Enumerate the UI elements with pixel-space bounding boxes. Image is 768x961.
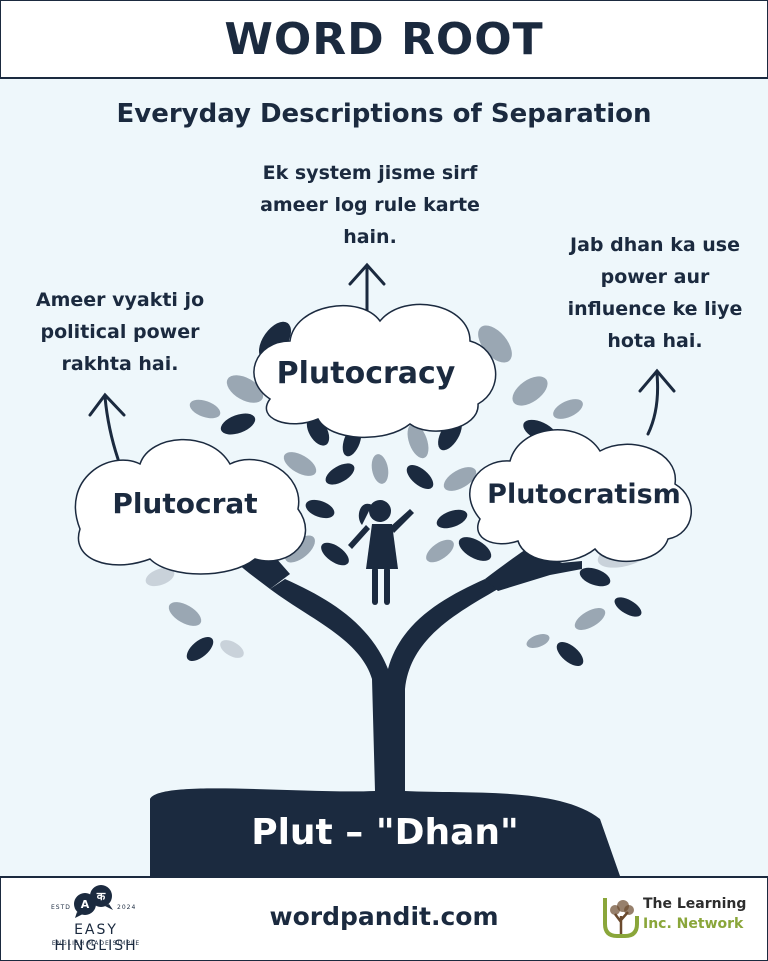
diagram-area: Everyday Descriptions of Separation Amee… (0, 79, 768, 876)
clouds (74, 303, 692, 575)
bubble-a-text: A (81, 898, 90, 911)
website-link[interactable]: wordpandit.com (269, 902, 499, 931)
chat-bubbles-icon: A क (74, 885, 113, 918)
estd-year: 2024 (117, 904, 137, 911)
description-plutocratism: Jab dhan ka use power aur influence ke l… (567, 234, 743, 352)
arrows (88, 262, 676, 461)
brand-right-line1: The Learning (643, 896, 747, 912)
page-title: WORD ROOT (224, 13, 544, 65)
arrow-up-icon (88, 392, 126, 461)
brand-name: EASY HINGLISH (54, 922, 138, 954)
child-figure-icon (348, 500, 414, 605)
word-plutocratism: Plutocratism (487, 479, 681, 510)
word-plutocrat: Plutocrat (112, 487, 258, 520)
footer: A क ESTD 2024 EASY HINGLISH ENGLISH MADE… (0, 876, 768, 961)
arrow-up-icon (638, 368, 676, 436)
header: WORD ROOT (0, 0, 768, 79)
arrow-up-icon (348, 262, 386, 313)
cloud-plutocracy (253, 303, 497, 439)
brand-right-line2: Inc. Network (643, 916, 744, 932)
tree-illustration (74, 262, 692, 876)
root-label: Plut – "Dhan" (251, 812, 519, 853)
bubble-b-text: क (96, 890, 106, 903)
description-plutocracy: Ek system jisme sirf ameer log rule kart… (260, 162, 480, 248)
description-plutocrat: Ameer vyakti jo political power rakhta h… (35, 289, 205, 375)
cloud-plutocratism (469, 429, 692, 563)
cloud-plutocrat (74, 438, 307, 575)
subtitle: Everyday Descriptions of Separation (116, 99, 652, 129)
estd-label: ESTD (51, 904, 71, 911)
word-plutocracy: Plutocracy (276, 356, 456, 391)
tree-logo-icon (603, 898, 639, 938)
learning-inc-logo: The Learning Inc. Network (597, 892, 767, 948)
brand-tagline: ENGLISH MADE SIMPLE (51, 940, 141, 947)
easy-hinglish-logo: A क ESTD 2024 EASY HINGLISH ENGLISH MADE… (31, 884, 161, 954)
